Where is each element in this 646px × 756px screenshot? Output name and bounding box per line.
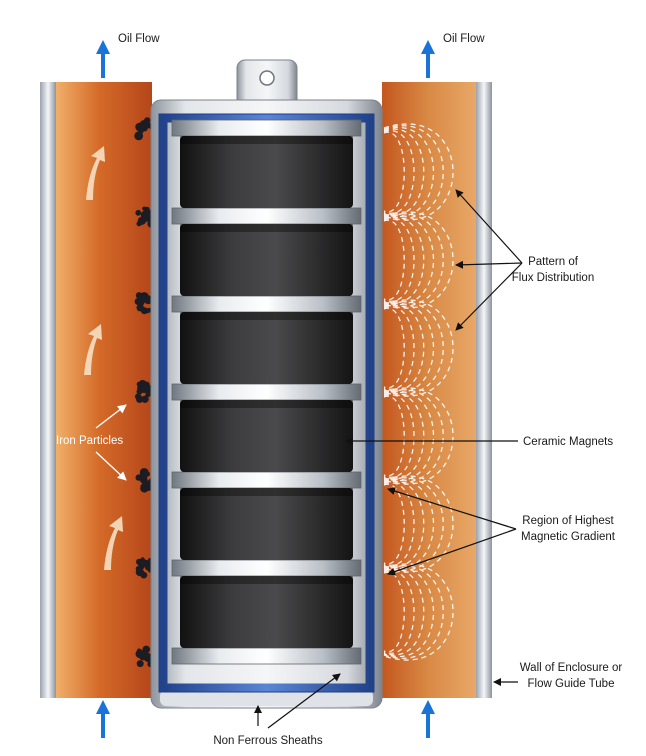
iron-particle (137, 304, 144, 311)
oil-flow-label-left: Oil Flow (118, 33, 160, 45)
up-arrow-icon (96, 700, 110, 738)
gradient-label-line2: Magnetic Gradient (521, 531, 616, 543)
iron-particle (142, 293, 148, 299)
tube-wall-left (40, 82, 56, 698)
magnet-shadow (180, 312, 353, 320)
tube-wall-right (476, 82, 492, 698)
iron-particle (138, 217, 146, 225)
iron-particle (139, 380, 146, 387)
ceramic-magnet (180, 136, 353, 208)
iron-particle (141, 396, 148, 403)
wall-label-line2: Flow Guide Tube (528, 678, 615, 690)
up-arrow-icon (421, 40, 435, 78)
steel-washer (172, 296, 361, 312)
flux-pattern-label-line2: Flux Distribution (512, 272, 594, 284)
iron-particle (144, 652, 148, 656)
magnet-shadow (180, 136, 353, 144)
oil-flow-label-right: Oil Flow (443, 33, 485, 45)
lifting-tab-hole (260, 71, 274, 85)
ceramic-magnet (180, 576, 353, 648)
iron-particle (137, 660, 144, 667)
iron-particle (140, 471, 147, 478)
iron-particle (136, 566, 141, 571)
steel-washer (172, 560, 361, 576)
iron-particle (141, 560, 148, 567)
iron-particle (141, 387, 148, 394)
iron-particle (137, 123, 144, 130)
iron-particles-label: Iron Particles (56, 435, 123, 447)
magnet-stack (172, 120, 361, 664)
magnet-shadow (180, 488, 353, 496)
ceramic-magnets-label: Ceramic Magnets (523, 436, 613, 448)
flux-pattern-label-line1: Pattern of (528, 256, 579, 268)
up-arrow-icon (421, 700, 435, 738)
ceramic-magnet (180, 312, 353, 384)
steel-washer (172, 648, 361, 664)
magnet-shadow (180, 400, 353, 408)
magnet-shadow (180, 224, 353, 232)
up-arrow-icon (96, 40, 110, 78)
iron-particle (134, 132, 143, 141)
sheaths-label: Non Ferrous Sheaths (213, 735, 323, 747)
ceramic-magnet (180, 400, 353, 472)
steel-washer (172, 120, 361, 136)
ceramic-magnet (180, 224, 353, 296)
iron-particle (140, 483, 148, 491)
iron-particle (142, 207, 146, 211)
wall-label-line1: Wall of Enclosure or (520, 662, 623, 674)
ceramic-magnet (180, 488, 353, 560)
steel-washer (172, 472, 361, 488)
gradient-label-line1: Region of Highest (522, 515, 614, 527)
iron-particle (136, 292, 143, 299)
steel-washer (172, 384, 361, 400)
iron-particle (135, 210, 141, 216)
iron-particle (136, 650, 145, 659)
magnet-shadow (180, 576, 353, 584)
steel-washer (172, 208, 361, 224)
